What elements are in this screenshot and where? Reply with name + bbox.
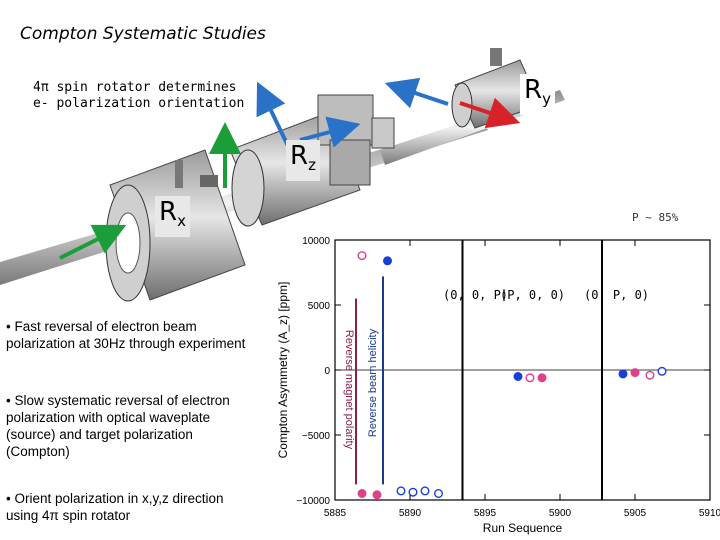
data-point-pink-filled (537, 373, 547, 383)
bullet-slow-reversal: • Slow systematic reversal of electron p… (6, 393, 230, 459)
arrow-z-up (256, 81, 292, 151)
x-tick-label: 5895 (474, 508, 497, 519)
data-point-pink-filled (357, 489, 367, 499)
bullet-orient: • Orient polarization in x,y,z direction… (6, 491, 224, 523)
x-tick-label: 5890 (399, 508, 422, 519)
rotator-x-label: Rx (155, 196, 190, 238)
arrow-y-blue (384, 77, 449, 109)
data-point-blue-open (657, 366, 667, 376)
y-tick-label: 5000 (308, 301, 331, 312)
y-tick-label: −5000 (302, 431, 331, 442)
rotator-y-label: Ry (520, 74, 555, 116)
data-point-blue-open (420, 486, 430, 496)
x-tick-label: 5905 (624, 508, 647, 519)
data-point-pink-open (357, 251, 367, 261)
rotator-caption: 4π spin rotator determines e- polarizati… (33, 80, 244, 112)
data-point-blue-filled (618, 369, 628, 379)
arrow-x-beam (59, 224, 127, 260)
region-label-2: (0, P, 0) (584, 288, 650, 303)
annotation-magnet-polarity: Reverse magnet polarity (343, 330, 355, 450)
data-point-pink-filled (630, 368, 640, 378)
slide-title: Compton Systematic Studies (20, 24, 266, 44)
arrow-z-beam (299, 116, 361, 148)
caption-line-2: e- polarization orientation (33, 96, 245, 111)
region-label-1: (P, 0, 0) (500, 288, 566, 303)
bullet-fast-reversal: • Fast reversal of electron beam polariz… (6, 319, 246, 351)
data-point-pink-open (525, 373, 535, 383)
data-point-blue-filled (383, 256, 393, 266)
data-point-pink-open (645, 370, 655, 380)
x-tick-label: 5900 (549, 508, 572, 519)
x-tick-label: 5910 (699, 508, 720, 519)
data-point-pink-filled (372, 490, 382, 500)
annotation-beam-helicity: Reverse beam helicity (367, 328, 379, 437)
y-tick-label: 10000 (302, 236, 330, 247)
polarization-tag: P ~ 85% (632, 211, 679, 224)
caption-line-1: 4π spin rotator determines (33, 80, 237, 95)
x-axis-label: Run Sequence (483, 521, 563, 535)
data-point-blue-open (408, 487, 418, 497)
y-axis-label: Compton Asymmetry (A_z) [ppm] (276, 282, 290, 459)
data-point-blue-filled (513, 372, 523, 382)
x-tick-label: 5885 (324, 508, 347, 519)
arrow-y-red (459, 97, 521, 129)
data-point-blue-open (396, 486, 406, 496)
y-tick-label: −10000 (296, 496, 330, 507)
rotator-z-label: Rz (286, 140, 320, 182)
rotator-x-body (105, 149, 246, 302)
y-tick-label: 0 (324, 366, 330, 377)
region-label-0: (0, 0, P) (443, 288, 509, 303)
data-point-blue-open (434, 489, 444, 499)
